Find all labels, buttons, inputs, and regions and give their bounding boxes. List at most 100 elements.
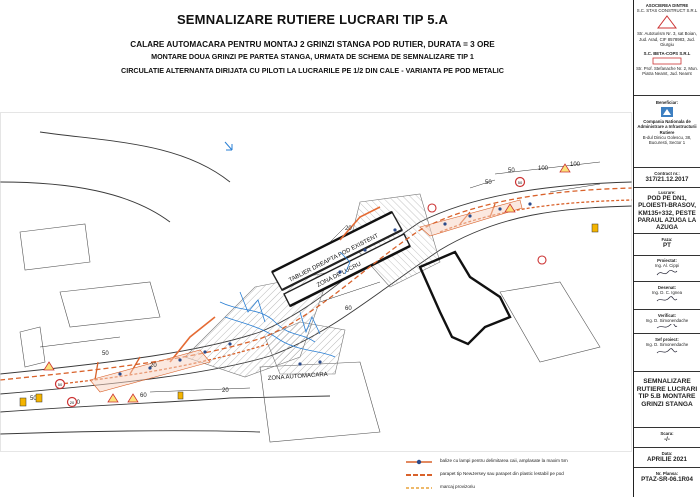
subtitle-line-3: CIRCULATIE ALTERNANTA DIRIJATA CU PILOTI… xyxy=(121,66,504,75)
tb-desenat: Desenat: Ing. D. C. Ignea xyxy=(634,282,700,310)
beta-cops-logo-icon xyxy=(652,57,682,65)
signature-icon xyxy=(656,348,678,354)
dim-label: 50 xyxy=(508,168,515,174)
tb-sef-proiect: Sef proiect: Ing. D. Simonendache xyxy=(634,334,700,372)
info-sign-icon xyxy=(177,391,184,400)
tb-contractors: ASOCIEREA DINTRE S.C. STAS CONSTRUCT S.R… xyxy=(634,0,700,96)
tb-scara-label: Scara: xyxy=(660,431,674,436)
tb-company2-name: S.C. BETA-COPS S.R.L xyxy=(643,51,691,57)
tb-plansa-title: SEMNALIZARE RUTIERE LUCRARI TIP 5.B MONT… xyxy=(634,372,700,428)
info-sign-icon xyxy=(19,397,27,407)
dim-label: 50 xyxy=(30,396,37,402)
tb-company2-address: Str. Prof. Stefanache Nr. 2, Mun. Piatra… xyxy=(636,66,698,77)
dim-label: 50 xyxy=(102,351,109,357)
info-sign-icon xyxy=(591,223,599,233)
legend-symbol-beacons xyxy=(406,459,432,465)
legend-item-3: marcaj provizoriu xyxy=(440,484,475,489)
speed-limit-value: 50 xyxy=(58,382,63,387)
tb-nr-plansa-value: PTAZ-SR-06.1R04 xyxy=(641,476,693,484)
warning-sign-icon xyxy=(559,163,571,173)
tb-data-value: APRILIE 2021 xyxy=(647,456,687,464)
water-stream xyxy=(219,251,351,358)
no-overtaking-sign-icon xyxy=(537,255,547,265)
signature-icon xyxy=(656,324,678,329)
legend-item-2: parapet tip NewJersey sau parapet din pl… xyxy=(440,471,564,476)
dim-label: 100 xyxy=(570,162,581,168)
speed-limit-sign-icon xyxy=(54,378,66,390)
warning-sign-icon xyxy=(127,393,139,403)
tb-contract-label: Contract nr.: xyxy=(654,171,680,176)
tb-faza-value: PT xyxy=(663,242,671,250)
tb-company1-name: S.C. STAS CONSTRUCT S.R.L xyxy=(636,8,698,14)
tb-sef-label: Sef proiect: xyxy=(655,337,679,342)
dim-label: 20 xyxy=(222,388,229,394)
warning-sign-icon xyxy=(43,361,55,371)
tb-faza: Faza: PT xyxy=(634,234,700,256)
cnair-logo-icon xyxy=(661,107,673,118)
page-title: SEMNALIZARE RUTIERE LUCRARI TIP 5.A xyxy=(176,12,449,27)
speed-limit-value: 20 xyxy=(70,400,75,405)
tb-lucrare-value: POD PE DN1, PLOIESTI-BRASOV, KM135+332, … xyxy=(637,195,697,232)
tb-contract: Contract nr.: 317/21.12.2017 xyxy=(634,168,700,188)
site-plan-drawing: TABLIER DREAPTA POD EXISTENT ZONA DE LUC… xyxy=(0,112,632,452)
no-overtaking-sign-icon xyxy=(427,203,437,213)
warning-sign-icon xyxy=(107,393,119,403)
taper-right xyxy=(419,199,523,237)
title-block: ASOCIEREA DINTRE S.C. STAS CONSTRUCT S.R… xyxy=(633,0,700,497)
dim-label: 60 xyxy=(345,306,352,312)
tb-contract-value: 317/21.12.2017 xyxy=(645,176,689,184)
tb-faza-label: Faza: xyxy=(661,237,673,242)
traffic-signs: 50 20 50 xyxy=(19,163,599,408)
tb-association: ASOCIEREA DINTRE xyxy=(645,3,689,8)
tb-scara: Scara: -/- xyxy=(634,428,700,448)
tb-verificat-name: Ing. D. Simonendache xyxy=(645,318,689,324)
legend-symbol-parapet xyxy=(406,474,432,476)
subtitle-line-2: MONTARE DOUA GRINZI PE PARTEA STANGA, UR… xyxy=(151,52,474,61)
tb-beneficiar: Beneficiar: Compania Nationala de Admini… xyxy=(634,96,700,168)
info-sign-icon xyxy=(35,393,43,403)
dim-label: 50 xyxy=(485,180,492,186)
speed-limit-value: 50 xyxy=(518,180,523,185)
tb-data-label: Data: xyxy=(661,451,673,456)
legend-item-1: balize cu lampi pentru delimitarea caii,… xyxy=(440,458,568,463)
dimension-lines xyxy=(39,161,601,393)
parcel-lines xyxy=(19,223,601,443)
tb-verificat: Verificat: Ing. D. Simonendache xyxy=(634,310,700,334)
building-outline xyxy=(418,250,512,346)
flow-arrow-icon xyxy=(224,141,233,151)
drawing-frame xyxy=(0,112,632,452)
tb-nr-plansa-label: Nr. Plansa: xyxy=(655,471,679,476)
signature-icon xyxy=(656,270,678,276)
signature-icon xyxy=(656,296,678,302)
tb-proiectat-name: Ing. Al. Cippi xyxy=(654,263,680,269)
tb-proiectat: Proiectat: Ing. Al. Cippi xyxy=(634,256,700,282)
label-zona-automacara: ZONA AUTOMACARA xyxy=(268,372,328,382)
beacons xyxy=(118,202,532,376)
dim-label: 100 xyxy=(538,166,549,172)
legend-symbol-marking xyxy=(406,487,432,489)
tb-desenat-name: Ing. D. C. Ignea xyxy=(651,290,683,296)
tb-scara-value: -/- xyxy=(664,436,670,444)
tb-plansa-title-text: SEMNALIZARE RUTIERE LUCRARI TIP 5.B MONT… xyxy=(636,378,698,408)
dim-label: 20 xyxy=(345,226,352,232)
hatched-zone-crane xyxy=(264,321,346,375)
stas-logo-icon xyxy=(657,15,677,29)
tb-desenat-label: Desenat: xyxy=(657,285,677,290)
dim-label: 60 xyxy=(140,393,147,399)
speed-limit-sign-icon xyxy=(514,176,526,188)
tb-lucrare-label: Lucrare: xyxy=(658,190,676,195)
warning-sign-icon xyxy=(504,203,516,213)
tb-nr-plansa: Nr. Plansa: PTAZ-SR-06.1R04 xyxy=(634,468,700,497)
tb-beneficiar-address: B-dul Dinicu Golescu, 38, Bucuresti, Sec… xyxy=(642,134,692,146)
tb-lucrare: Lucrare: POD PE DN1, PLOIESTI-BRASOV, KM… xyxy=(634,188,700,234)
speed-limit-sign-icon xyxy=(66,396,78,408)
tb-proiectat-label: Proiectat: xyxy=(657,258,677,263)
dim-label: 20 xyxy=(150,363,157,369)
tb-sef-name: Ing. D. Simonendache xyxy=(645,342,689,348)
subtitle-line-1: CALARE AUTOMACARA PENTRU MONTAJ 2 GRINZI… xyxy=(130,40,495,49)
tb-beneficiar-label: Beneficiar: xyxy=(655,100,679,105)
tb-company1-address: Str. Autoturism Nr. 3, sat Boian, Jud. A… xyxy=(637,31,697,47)
tb-beneficiar-name: Compania Nationala de Administrare a Inf… xyxy=(637,119,697,135)
tb-verificat-label: Verificat: xyxy=(657,313,677,318)
